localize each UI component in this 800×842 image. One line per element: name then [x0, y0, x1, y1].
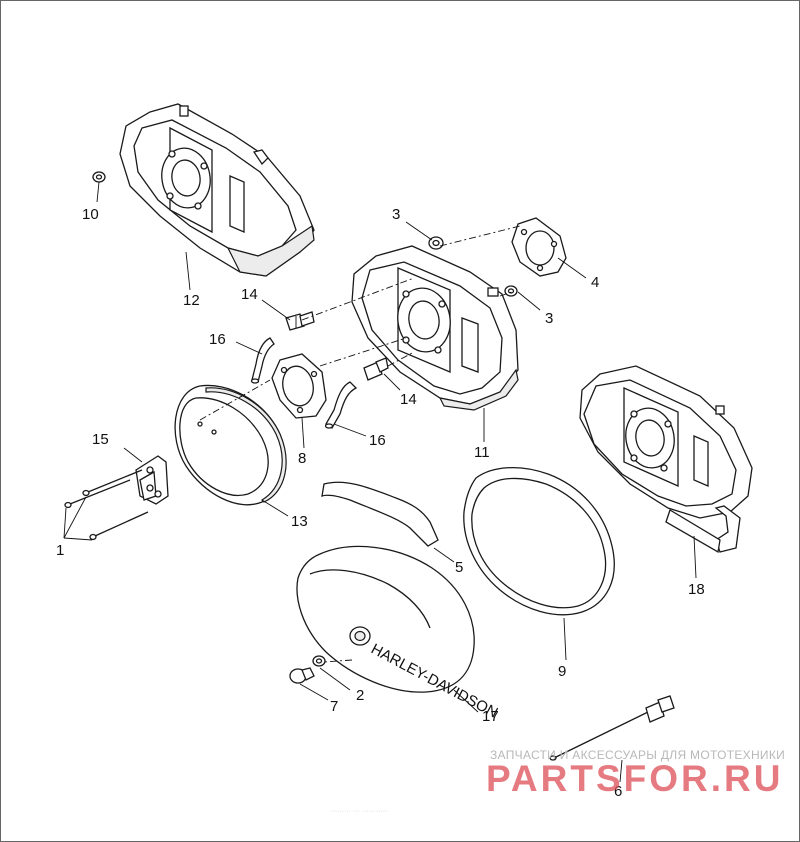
- callout-14-upper: 14: [241, 286, 258, 303]
- callout-13: 13: [291, 513, 308, 530]
- callout-6: 6: [614, 783, 622, 800]
- hose-16-upper: [250, 337, 275, 384]
- backing-plate-12: [119, 103, 315, 277]
- breather-line-6: [549, 695, 675, 761]
- callout-5: 5: [455, 559, 463, 576]
- callout-numbers: 10 12 3 4 3 14 16 14 16 8 11 15 13 1 5 1…: [56, 206, 705, 800]
- backing-plate-18: [579, 365, 753, 554]
- leader-lines: [63, 181, 697, 783]
- breather-bolt-14-upper: [285, 311, 315, 331]
- bracket-15: [135, 455, 169, 505]
- callout-18: 18: [688, 581, 705, 598]
- callout-8: 8: [298, 450, 306, 467]
- trim-ring-9: [463, 466, 615, 616]
- callout-4: 4: [591, 274, 599, 291]
- callout-7: 7: [330, 698, 338, 715]
- hose-16-lower: [324, 381, 358, 429]
- callout-3-lower: 3: [545, 310, 553, 327]
- callout-10: 10: [82, 206, 99, 223]
- filter-element-13: [174, 384, 287, 506]
- gasket-8: [271, 353, 327, 419]
- callout-17: 17: [482, 708, 499, 725]
- washer-3-lower: [504, 285, 518, 297]
- callout-11: 11: [474, 444, 490, 461]
- air-cleaner-cover-17: [296, 545, 475, 693]
- watermark-logo: PARTSFOR.RU: [486, 758, 784, 799]
- callout-16-lower: 16: [369, 432, 386, 449]
- callout-2: 2: [356, 687, 364, 704]
- gasket-4: [511, 217, 567, 277]
- callout-14-lower: 14: [400, 391, 417, 408]
- callout-15: 15: [92, 431, 109, 448]
- plug-10: [92, 171, 106, 183]
- backing-plate-11: [351, 245, 519, 411]
- assembly-lines: [199, 225, 521, 663]
- callout-1: 1: [56, 542, 64, 559]
- callout-3-upper: 3: [392, 206, 400, 223]
- screws-1: [64, 469, 149, 541]
- footer-faint-text: ········· ··· ···········: [330, 808, 388, 815]
- watermark-subtitle: ЗАПЧАСТИ И АКСЕССУАРЫ ДЛЯ МОТОТЕХНИКИ: [490, 748, 786, 762]
- breather-bolt-14-lower: [363, 357, 389, 381]
- callout-12: 12: [183, 292, 200, 309]
- washer-2: [312, 655, 326, 667]
- callout-16-upper: 16: [209, 331, 226, 348]
- seal-5: [321, 481, 439, 547]
- washer-3-upper: [428, 236, 444, 250]
- callout-9: 9: [558, 663, 566, 680]
- bolt-7: [289, 667, 315, 684]
